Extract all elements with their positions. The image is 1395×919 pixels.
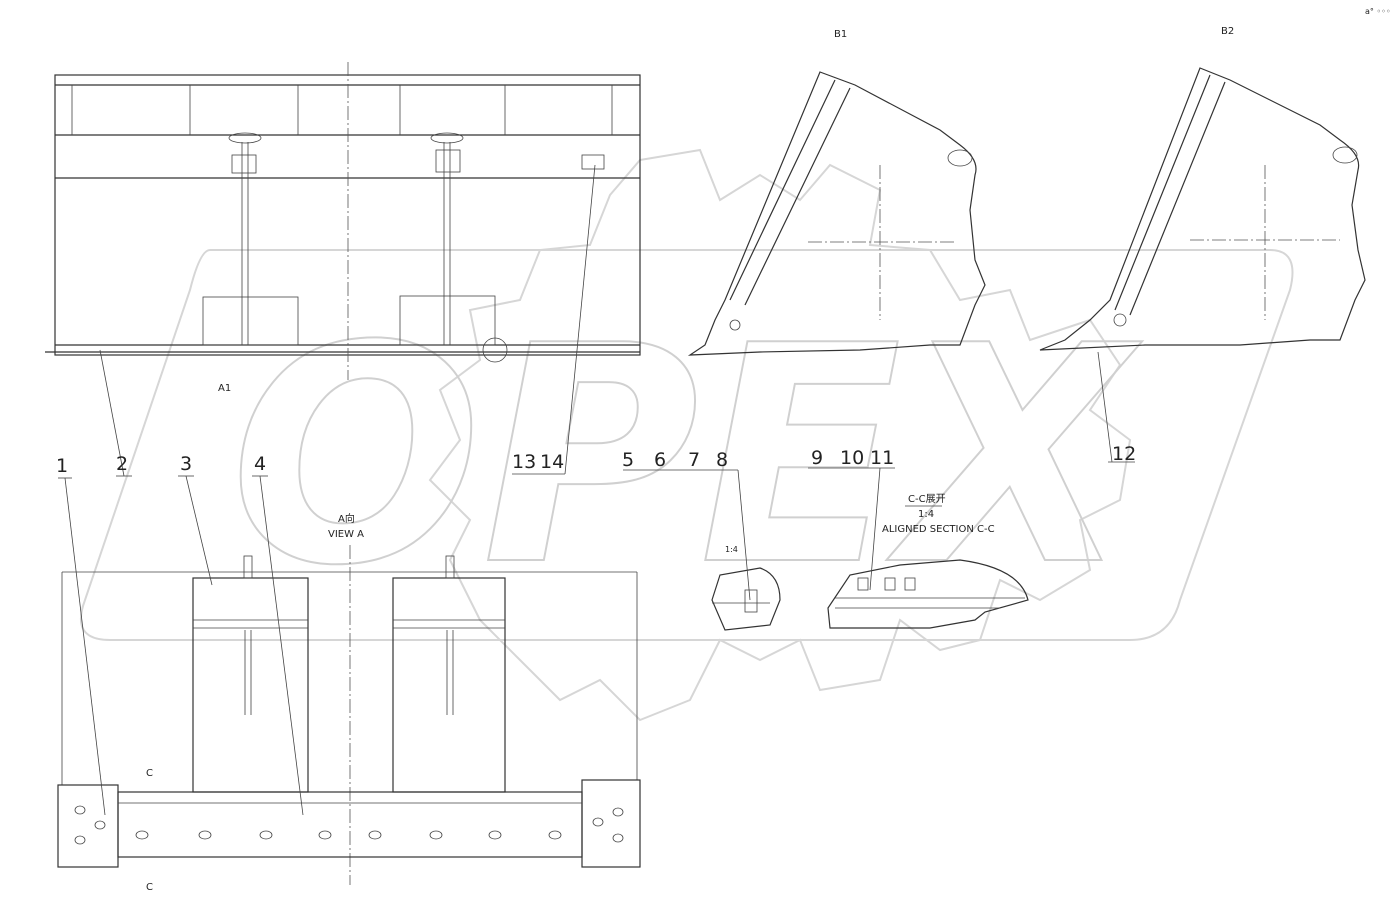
- callout-leaders: [58, 164, 1135, 816]
- callout-13: 13: [512, 451, 536, 473]
- section-scale: 1:4: [918, 509, 934, 520]
- view-b2-side: B2: [1039, 26, 1366, 351]
- callout-10: 10: [840, 447, 864, 469]
- detail-scale-label: 1:4: [725, 545, 738, 554]
- section-c-c: C-C展开 1:4 ALIGNED SECTION C-C: [827, 493, 1029, 629]
- cut-mark-top: C: [146, 768, 153, 779]
- callout-1: 1: [56, 455, 68, 477]
- callout-8: 8: [716, 449, 728, 471]
- callout-12: 12: [1112, 443, 1136, 465]
- callout-7: 7: [688, 449, 700, 471]
- corner-mark: a° ◦◦◦: [1365, 7, 1391, 16]
- part-callouts: 1 2 3 4 5 6 7 8 9 10 11 12 13 14: [56, 443, 1136, 477]
- callout-5: 5: [622, 449, 634, 471]
- view-a1-front: A1: [45, 62, 641, 394]
- watermark-text: OPEX: [230, 282, 1142, 631]
- view-b2-label: B2: [1221, 26, 1234, 37]
- callout-2: 2: [116, 453, 128, 475]
- detail-view: 1:4: [711, 545, 781, 631]
- opex-watermark: OPEX: [80, 148, 1294, 722]
- view-b1-side: B1: [687, 29, 986, 356]
- bolt-holes: [74, 805, 624, 845]
- view-a1-label: A1: [218, 383, 231, 394]
- view-a-code: A向: [338, 512, 355, 525]
- view-a-label: VIEW A: [328, 529, 364, 540]
- callout-3: 3: [180, 453, 192, 475]
- callout-14: 14: [540, 451, 564, 473]
- callout-11: 11: [870, 447, 894, 469]
- cut-mark-bottom: C: [146, 882, 153, 893]
- callout-4: 4: [254, 453, 266, 475]
- section-code: C-C展开: [908, 493, 946, 505]
- view-a-plan: A向 VIEW A: [57, 512, 641, 893]
- view-b1-label: B1: [834, 29, 847, 40]
- aligned-section-label: ALIGNED SECTION C-C: [882, 524, 995, 535]
- callout-9: 9: [811, 447, 823, 469]
- callout-6: 6: [654, 449, 666, 471]
